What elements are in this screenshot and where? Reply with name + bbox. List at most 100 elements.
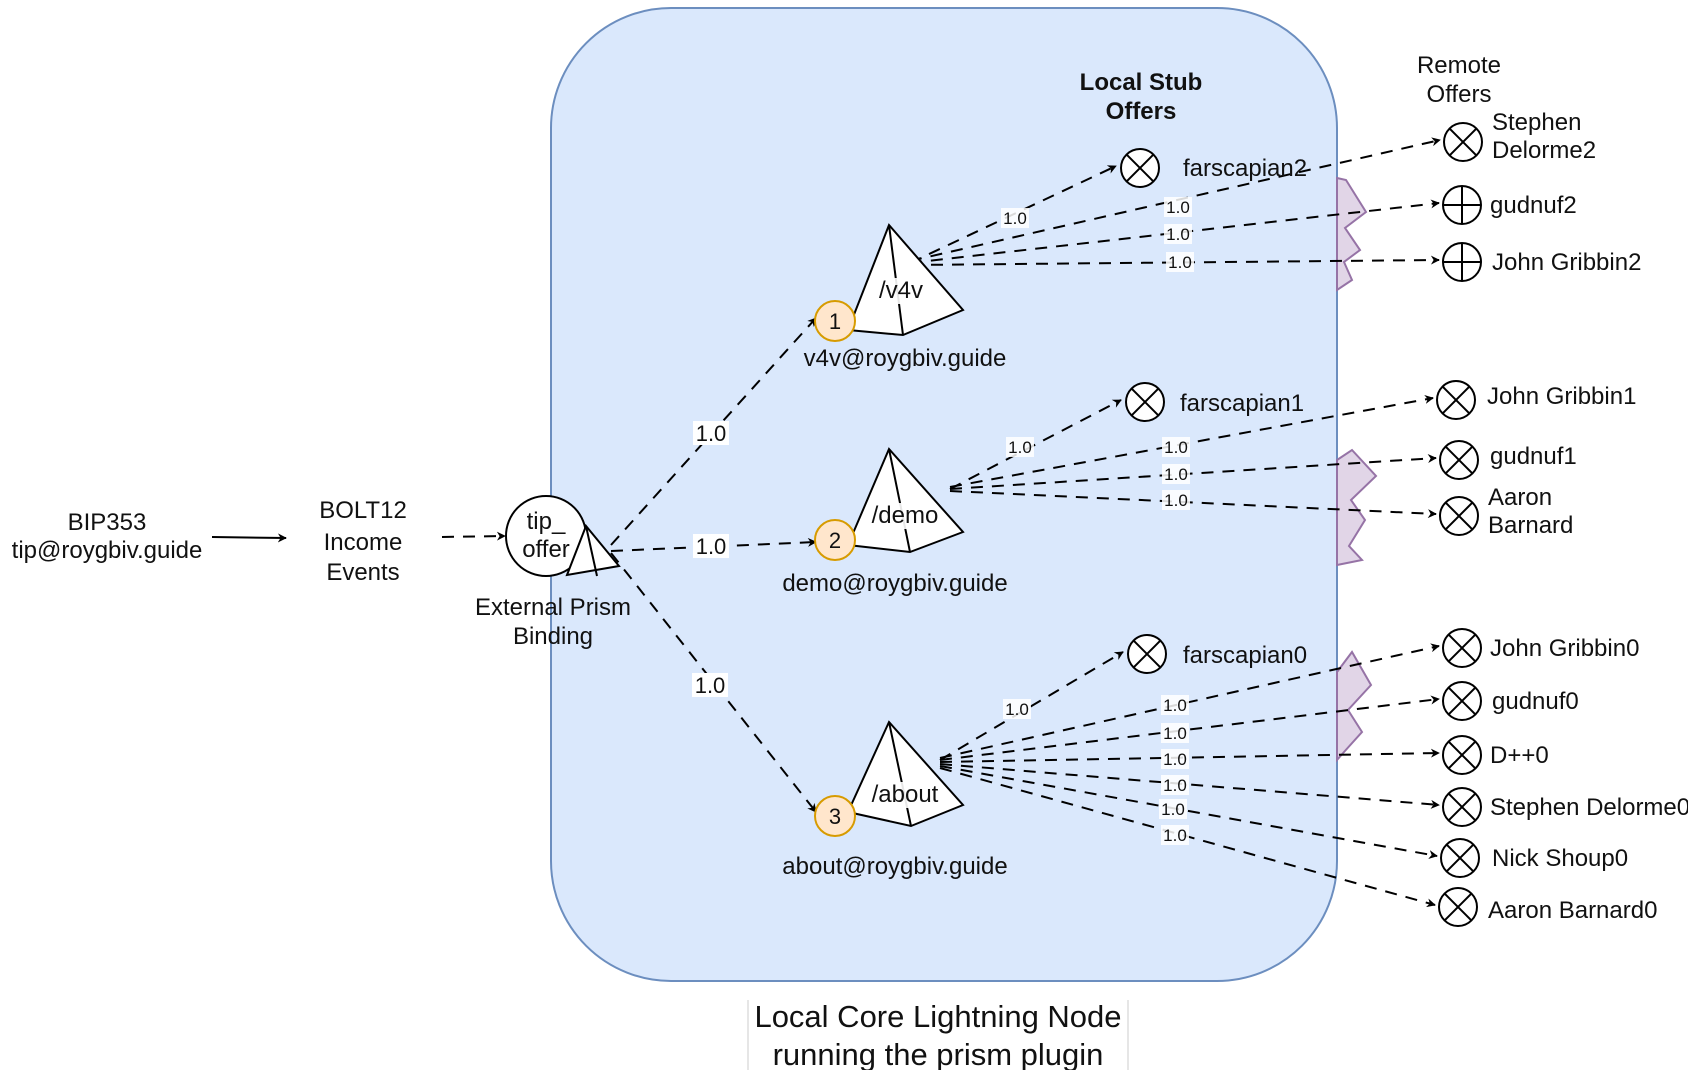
remote-offer-about-2-label: D++0	[1490, 742, 1549, 769]
edge-v4v-to-remote-2	[909, 255, 1440, 266]
weight-label-tip-demo-text: 1.0	[696, 534, 727, 559]
remote-offer-v4v-0-label2: Delorme2	[1492, 137, 1596, 164]
remote-offer-about-5-icon	[1438, 887, 1478, 927]
weight-label-about-remote-5: 1.0	[1161, 825, 1189, 845]
local-offer-v4v-label: farscapian2	[1183, 155, 1307, 182]
weight-label-v4v-local-bg	[1001, 208, 1029, 228]
local-node-container	[550, 7, 1338, 982]
weight-label-demo-remote-1: 1.0	[1162, 464, 1190, 484]
local-offer-demo-label: farscapian1	[1180, 390, 1304, 417]
weight-label-tip-v4v: 1.0	[693, 421, 729, 446]
tip-offer-prism-icon	[565, 524, 621, 577]
remote-offer-demo-1-icon	[1439, 440, 1479, 480]
remote-offer-demo-2-label2: Barnard	[1488, 512, 1573, 539]
badge-about-number: 3	[829, 804, 841, 829]
bip353-label: BIP353	[68, 509, 147, 536]
weight-label-about-remote-2-text: 1.0	[1163, 750, 1187, 769]
bolt12-events: BOLT12 Income Events	[319, 497, 407, 586]
remote-offer-demo-0-icon	[1436, 380, 1476, 420]
edge-demo-to-remote-1	[949, 454, 1437, 490]
boundary-demo	[1336, 448, 1378, 567]
prism-demo-path-bg	[874, 503, 936, 529]
remote-offers-header-line2: Offers	[1427, 81, 1492, 108]
prism-demo-edge	[888, 448, 911, 553]
weight-label-demo-remote-2-text: 1.0	[1164, 491, 1188, 510]
edge-tip-to-about	[610, 552, 817, 813]
weight-label-v4v-remote-2-bg	[1166, 252, 1194, 272]
tip-offer-node[interactable]: tip_ offer	[505, 495, 621, 577]
edge-about-to-local	[939, 651, 1124, 761]
prism-demo[interactable]: /demo	[846, 447, 965, 554]
weight-label-v4v-remote-1: 1.0	[1164, 224, 1192, 244]
remote-offer-about-1-icon	[1442, 681, 1482, 721]
prism-demo-path: /demo	[872, 502, 939, 529]
remote-offer-about-4-label: Nick Shoup0	[1492, 845, 1628, 872]
prism-about-address: about@roygbiv.guide	[782, 853, 1007, 880]
weight-label-demo-local-bg	[1006, 437, 1034, 457]
prism-v4v-address: v4v@roygbiv.guide	[804, 345, 1007, 372]
prism-about-path: /about	[872, 781, 939, 808]
binding-line1: External Prism	[475, 594, 631, 621]
prism-about[interactable]: /about	[846, 720, 965, 828]
weight-label-about-remote-4: 1.0	[1159, 799, 1187, 819]
weight-label-about-local-text: 1.0	[1005, 700, 1029, 719]
edge-source-to-events	[211, 533, 287, 543]
remote-offer-demo-2-icon-d2	[1444, 501, 1474, 531]
weight-label-v4v-remote-0-bg	[1164, 197, 1192, 217]
events-line3: Events	[326, 559, 399, 586]
local-offer-v4v-icon	[1120, 148, 1160, 188]
prism-about-edge	[888, 721, 912, 827]
weight-label-about-remote-5-text: 1.0	[1163, 826, 1187, 845]
weight-label-tip-about-text: 1.0	[695, 673, 726, 698]
local-offer-demo-icon-d2	[1130, 387, 1160, 417]
remote-offer-v4v-2-label: John Gribbin2	[1492, 249, 1641, 276]
weight-label-about-remote-0: 1.0	[1161, 695, 1189, 715]
weight-label-demo-remote-0: 1.0	[1162, 437, 1190, 457]
weight-label-tip-demo-bg	[693, 534, 729, 558]
badge-about-circle	[814, 795, 856, 837]
weight-label-demo-remote-0-text: 1.0	[1164, 438, 1188, 457]
local-offer-about-icon-d2	[1132, 639, 1162, 669]
remote-offer-demo-1-label: gudnuf1	[1490, 443, 1577, 470]
edge-about-to-remote-4	[939, 765, 1438, 859]
prism-v4v-badge: 1	[814, 300, 856, 342]
weight-label-about-remote-4-bg	[1159, 799, 1187, 819]
edge-demo-to-remote-0	[949, 395, 1434, 488]
weight-label-about-remote-1-text: 1.0	[1163, 724, 1187, 743]
remote-offer-v4v-1-label: gudnuf2	[1490, 192, 1577, 219]
local-offer-demo-icon	[1125, 382, 1165, 422]
remote-offer-about-4-icon-d2	[1445, 843, 1475, 873]
weight-label-about-remote-5-bg	[1161, 825, 1189, 845]
badge-demo-number: 2	[829, 528, 841, 553]
remote-offer-demo-0-label: John Gribbin1	[1487, 383, 1636, 410]
remote-offer-v4v-0-icon	[1443, 122, 1483, 162]
caption-line2: running the prism plugin	[773, 1037, 1104, 1070]
weight-label-tip-v4v-text: 1.0	[696, 421, 727, 446]
weight-label-v4v-remote-1-text: 1.0	[1166, 225, 1190, 244]
remote-offer-demo-2-icon	[1439, 496, 1479, 536]
caption: Local Core Lightning Node running the pr…	[747, 999, 1129, 1070]
local-offer-about-icon	[1127, 634, 1167, 674]
weight-label-v4v-local: 1.0	[1001, 208, 1029, 228]
remote-offer-about-4-icon	[1440, 838, 1480, 878]
weight-label-demo-local-text: 1.0	[1008, 438, 1032, 457]
edges: 1.0 1.0 1.0 1.0 1.0 1.0 1.0 1.0 1.0 1.0 1.0 1.0 1.0 1…	[211, 137, 1441, 908]
remote-boundaries	[1336, 176, 1378, 763]
weight-label-about-remote-3-bg	[1161, 775, 1189, 795]
edge-v4v-to-remote-0	[909, 137, 1441, 262]
remote-offer-demo-0-icon-d2	[1441, 385, 1471, 415]
prism-about-badge: 3	[814, 795, 856, 837]
prism-v4v[interactable]: /v4v	[846, 223, 965, 337]
weight-label-v4v-remote-2: 1.0	[1166, 252, 1194, 272]
boundary-about	[1336, 650, 1373, 763]
edge-demo-to-local	[949, 399, 1122, 490]
bip353-address: tip@roygbiv.guide	[12, 537, 203, 564]
weight-label-about-remote-3-text: 1.0	[1163, 776, 1187, 795]
weight-label-about-remote-0-bg	[1161, 695, 1189, 715]
prism-demo-badge: 2	[814, 519, 856, 561]
remote-offer-about-3-icon	[1442, 787, 1482, 827]
weight-label-demo-remote-0-bg	[1162, 437, 1190, 457]
prism-about-path-bg	[874, 782, 936, 808]
remote-offer-about-0-icon-d2	[1447, 633, 1477, 663]
